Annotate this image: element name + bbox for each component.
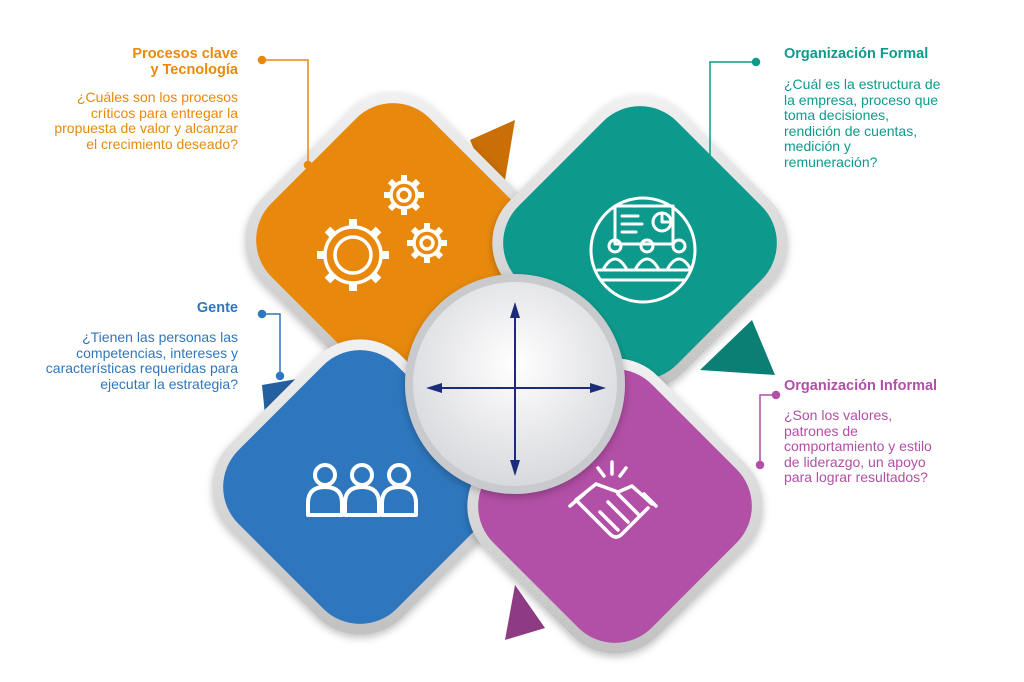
gente-connector <box>257 309 285 381</box>
formal-ribbon <box>700 320 775 375</box>
informal-body-line: comportamiento y estilo <box>784 438 932 454</box>
informal-body-line: ¿Son los valores, <box>784 407 893 423</box>
procesos-connector <box>257 55 313 170</box>
gente-body-line: ¿Tienen las personas las <box>82 329 238 345</box>
informal-body-line: para lograr resultados? <box>784 469 928 485</box>
people-group-icon <box>306 463 418 517</box>
informal-body-line: patrones de <box>784 422 858 439</box>
gente-text-block: Gente ¿Tienen las personas las competenc… <box>10 300 238 392</box>
procesos-body-line: ¿Cuáles son los procesos <box>76 89 238 105</box>
procesos-body-line: críticos para entregar la <box>90 104 238 121</box>
meeting-presentation-icon <box>589 196 697 304</box>
formal-body-line: la empresa, proceso que <box>784 91 939 108</box>
formal-body-line: remuneración? <box>784 153 878 170</box>
gente-body-line: ejecutar la estrategia? <box>100 375 238 392</box>
procesos-title-line1: Procesos clave <box>132 46 238 62</box>
informal-body: ¿Son los valores, patrones de comportami… <box>784 407 1004 486</box>
informal-connector <box>755 390 781 470</box>
four-direction-arrows-icon <box>426 302 606 476</box>
procesos-text-block: Procesos clave y Tecnología ¿Cuáles son … <box>20 46 238 152</box>
formal-body-line: ¿Cuál es la estructura de <box>784 76 941 92</box>
gente-title: Gente <box>196 300 238 316</box>
gente-body: ¿Tienen las personas las competencias, i… <box>10 329 238 392</box>
gente-body-line: características requeridas para <box>45 360 238 376</box>
informal-body-line: de liderazgo, un apoyo <box>784 453 926 470</box>
informal-title: Organización Informal <box>784 378 938 394</box>
procesos-body-line: el crecimiento deseado? <box>86 135 238 152</box>
formal-body-line: rendición de cuentas, <box>784 122 918 139</box>
procesos-title-line2: y Tecnología <box>150 62 238 78</box>
informal-ribbon <box>505 585 545 640</box>
formal-title: Organización Formal <box>784 46 929 62</box>
informal-text-block: Organización Informal ¿Son los valores, … <box>784 378 1004 486</box>
gente-body-line: competencias, intereses y <box>76 344 238 361</box>
procesos-body: ¿Cuáles son los procesos críticos para e… <box>20 89 238 152</box>
gears-icon <box>317 175 447 291</box>
formal-body-line: medición y <box>784 138 851 154</box>
formal-text-block: Organización Formal ¿Cuál es la estructu… <box>784 46 1004 170</box>
formal-body: ¿Cuál es la estructura de la empresa, pr… <box>784 76 1004 170</box>
formal-body-line: toma decisiones, <box>784 107 890 123</box>
formal-connector <box>705 57 761 170</box>
handshake-icon <box>568 460 658 539</box>
procesos-body-line: propuesta de valor y alcanzar <box>54 120 238 136</box>
